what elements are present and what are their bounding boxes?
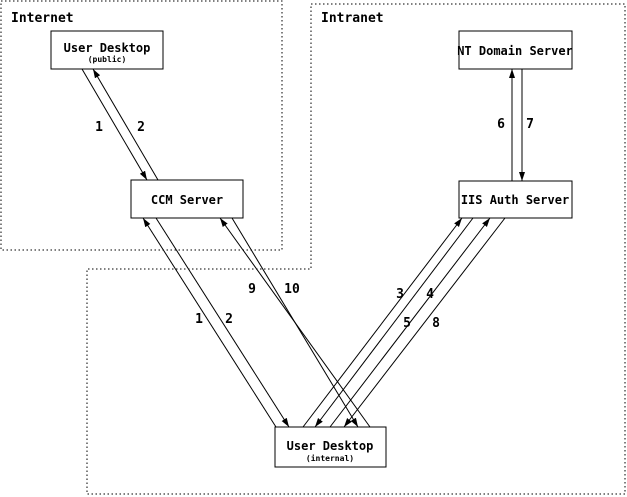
arrow-public-to-ccm	[81, 68, 148, 181]
arrow-internal-to-iis-3	[302, 217, 463, 428]
arrow-iis-to-internal-8	[343, 217, 506, 428]
node-user-desktop-internal-subtitle: (internal)	[306, 453, 354, 463]
node-user-desktop-internal-title: User Desktop	[287, 439, 374, 453]
node-ccm-server-box	[130, 179, 244, 219]
arrow-ccm-to-internal	[155, 217, 290, 428]
node-nt-domain-server: NT Domain Server	[457, 30, 573, 70]
arrow-internal-to-ccm	[142, 217, 277, 428]
flow-label-1-internal: 1	[195, 312, 203, 327]
node-user-desktop-internal-box	[274, 426, 387, 468]
flow-label-4: 4	[426, 287, 434, 302]
flow-label-1-public: 1	[95, 120, 103, 135]
flow-label-8: 8	[432, 316, 440, 331]
arrow-internal-to-iis-5	[329, 217, 491, 428]
intranet-zone-outline	[86, 3, 626, 495]
node-user-desktop-internal: User Desktop (internal)	[274, 426, 387, 468]
arrow-ccm-to-public	[92, 68, 159, 181]
node-ccm-server: CCM Server	[130, 179, 244, 219]
flow-label-6: 6	[497, 117, 505, 132]
flow-label-7: 7	[526, 117, 534, 132]
flow-label-9: 9	[248, 282, 256, 297]
arrow-ccm-to-internal-10	[231, 217, 359, 428]
node-user-desktop-public: User Desktop (public)	[50, 30, 164, 70]
node-iis-auth-server-box	[458, 180, 573, 219]
internet-zone-outline	[0, 0, 283, 251]
node-nt-domain-server-title: NT Domain Server	[457, 44, 573, 58]
node-user-desktop-public-title: User Desktop	[64, 41, 151, 55]
flow-label-10: 10	[284, 282, 300, 297]
node-iis-auth-server: IIS Auth Server	[458, 180, 573, 219]
internet-zone-label: Internet	[11, 11, 74, 26]
node-user-desktop-public-box	[50, 30, 164, 70]
flow-label-3: 3	[396, 287, 404, 302]
flow-label-5: 5	[403, 316, 411, 331]
node-nt-domain-server-box	[458, 30, 573, 70]
flow-label-2-public: 2	[137, 120, 145, 135]
arrow-iis-to-internal-4	[314, 217, 474, 428]
intranet-zone-label: Intranet	[321, 11, 384, 26]
node-iis-auth-server-title: IIS Auth Server	[461, 193, 569, 207]
node-ccm-server-title: CCM Server	[151, 193, 223, 207]
node-user-desktop-public-subtitle: (public)	[88, 54, 127, 64]
flow-label-2-internal: 2	[225, 312, 233, 327]
